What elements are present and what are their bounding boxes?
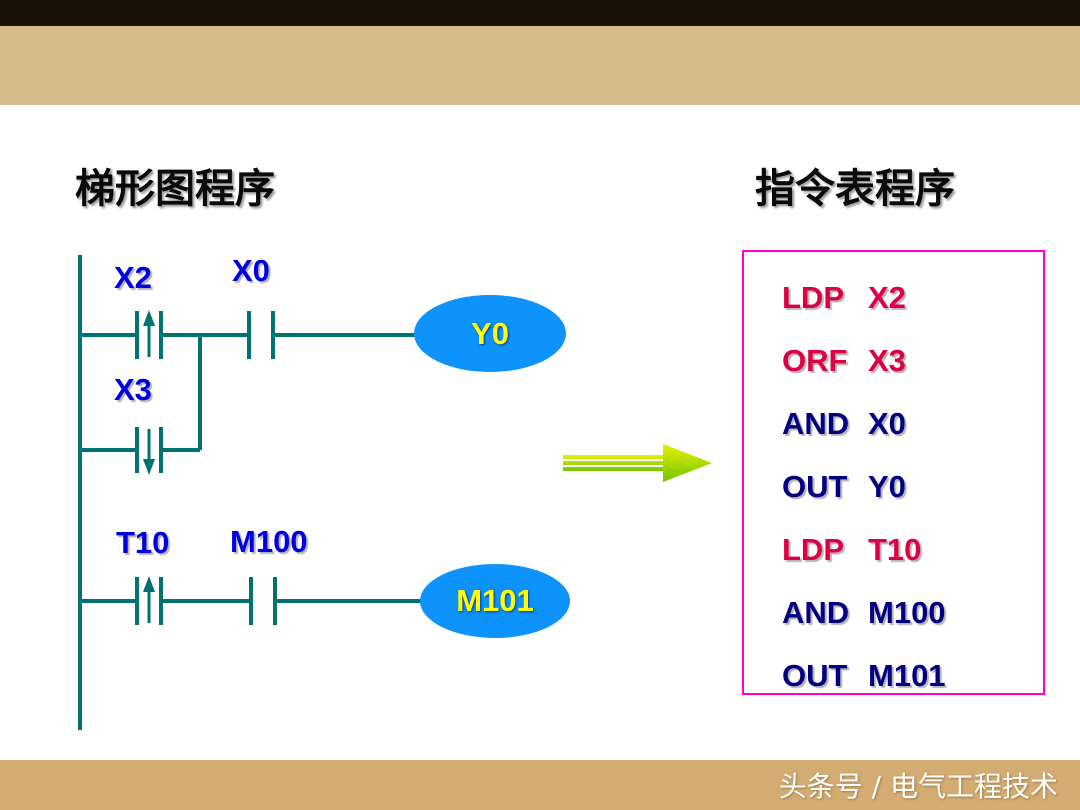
instruction-operand: X0 [868, 405, 906, 441]
contact-label-x2: X2 [114, 260, 152, 295]
rising-edge-arrow-t10 [143, 576, 155, 623]
ladder-program-title: 梯形图程序 [75, 165, 275, 212]
instruction-opcode: LDP [782, 279, 844, 315]
rung-2 [80, 577, 422, 625]
coil-label-m101: M101 [456, 583, 534, 618]
instruction-opcode: OUT [782, 657, 848, 693]
instruction-line: AND M100 [782, 581, 1043, 644]
footer-band: 头条号 / 电气工程技术 [0, 760, 1080, 810]
instruction-line: LDP T10 [782, 518, 1043, 581]
instruction-operand: Y0 [868, 468, 906, 504]
top-dark-bar [0, 0, 1080, 26]
instruction-line: LDP X2 [782, 266, 1043, 329]
contact-label-x0: X0 [232, 253, 270, 288]
instruction-program-title: 指令表程序 [755, 165, 955, 212]
branch-x3 [80, 335, 202, 473]
instruction-list-box: LDP X2 ORF X3 AND X0 OUT Y0 LDP T10 AND … [742, 250, 1045, 695]
instruction-opcode: OUT [782, 468, 848, 504]
instruction-line: OUT M101 [782, 644, 1043, 707]
instruction-line: OUT Y0 [782, 455, 1043, 518]
instruction-operand: M100 [868, 594, 946, 630]
instruction-opcode: AND [782, 405, 850, 441]
instruction-line: AND X0 [782, 392, 1043, 455]
instruction-opcode: ORF [782, 342, 848, 378]
coil-label-y0: Y0 [471, 315, 509, 351]
instruction-operand: X3 [868, 342, 906, 378]
contact-label-t10: T10 [116, 525, 170, 560]
output-coil-y0: Y0 [414, 295, 566, 372]
instruction-opcode: AND [782, 594, 850, 630]
falling-edge-arrow-x3 [143, 429, 155, 475]
rung-1 [80, 311, 416, 359]
instruction-operand: X2 [868, 279, 906, 315]
contact-label-x3: X3 [114, 372, 152, 407]
contact-label-m100: M100 [230, 524, 308, 559]
output-coil-m101: M101 [420, 564, 570, 638]
top-tan-band [0, 26, 1080, 105]
green-arrow-icon [563, 444, 712, 482]
instruction-operand: M101 [868, 657, 946, 693]
instruction-opcode: LDP [782, 531, 844, 567]
instruction-operand: T10 [868, 531, 922, 567]
instruction-line: ORF X3 [782, 329, 1043, 392]
rising-edge-arrow-x2 [143, 310, 155, 357]
footer-watermark-text: 头条号 / 电气工程技术 [778, 770, 1058, 803]
